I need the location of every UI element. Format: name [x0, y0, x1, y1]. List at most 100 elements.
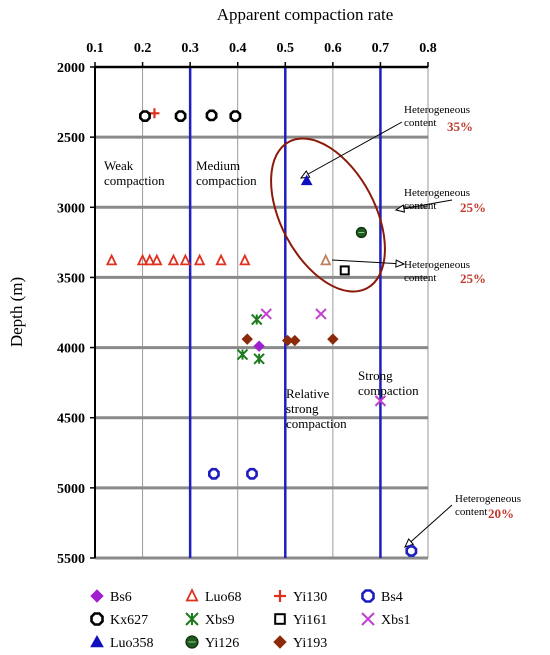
x-tick-label: 0.4: [229, 41, 247, 56]
legend-symbol: [274, 613, 286, 625]
triangle-open-marker: [193, 253, 206, 266]
legend-label: Yi130: [293, 590, 327, 605]
triangle-open-marker: [151, 253, 163, 266]
data-point: [179, 253, 192, 266]
square-marker: [339, 265, 350, 276]
data-point: [136, 253, 149, 266]
zone-label-line: Strong: [358, 368, 393, 383]
diamond-marker: [273, 635, 287, 649]
x-tick-label: 0.3: [181, 41, 199, 56]
legend-symbol: [274, 590, 286, 602]
legend-symbol: [185, 635, 199, 649]
x-axis-title: Apparent compaction rate: [217, 5, 394, 24]
annotation-arrow: [300, 121, 403, 179]
legend-symbol: [90, 612, 104, 626]
y-tick-label: 5000: [57, 482, 85, 497]
annotation-percent: 35%: [447, 119, 473, 134]
data-point: [139, 110, 151, 122]
data-point: [208, 467, 220, 480]
data-point: [229, 110, 242, 122]
legend-symbol: [361, 589, 375, 603]
octagon-marker: [208, 467, 220, 480]
octagon-marker: [139, 110, 151, 122]
data-points: [105, 108, 418, 557]
y-tick-label: 3500: [57, 271, 85, 286]
triangle-open-marker: [167, 253, 180, 266]
zone-labels: WeakcompactionMediumcompactionRelativest…: [104, 158, 419, 431]
data-point: [144, 253, 156, 266]
octagon-marker: [361, 589, 375, 603]
annotation-arrowhead: [299, 170, 311, 179]
x-b: [315, 308, 327, 320]
data-point: [251, 313, 263, 326]
annotation-text: content: [404, 272, 436, 284]
data-point: [315, 308, 327, 320]
y-axis-title: Depth (m): [7, 277, 26, 347]
data-point: [149, 108, 160, 119]
legend-label: Luo68: [205, 590, 242, 605]
data-point: [193, 253, 206, 266]
triangle-open-marker: [136, 253, 149, 266]
data-point: [327, 333, 339, 345]
legend-label: Xbs9: [205, 613, 235, 628]
annotation-text: Heterogeneous: [455, 493, 521, 505]
data-point: [215, 253, 227, 266]
square-marker: [274, 613, 286, 625]
legend-label: Yi161: [293, 613, 327, 628]
data-point: [174, 110, 187, 122]
data-point: [246, 467, 258, 480]
annotation-percent: 25%: [460, 271, 486, 286]
triangle-open-marker: [215, 253, 227, 266]
plot-frame: [94, 66, 428, 558]
data-point: [253, 340, 265, 352]
x-tick-label: 0.5: [277, 41, 295, 56]
zone-label-line: compaction: [286, 416, 347, 431]
annotation-percent: 25%: [460, 200, 486, 215]
diamond-marker: [241, 333, 253, 345]
data-point: [236, 348, 249, 361]
legend-symbol: [90, 589, 104, 603]
x-b: [374, 395, 387, 407]
data-point: [374, 395, 387, 407]
triangle-open-marker: [320, 253, 332, 266]
data-point: [339, 265, 350, 276]
zone-label-line: Weak: [104, 158, 134, 173]
data-point: [289, 334, 301, 347]
data-point: [355, 226, 367, 239]
data-point: [320, 253, 332, 266]
zone-label-line: compaction: [104, 173, 165, 188]
triangle-open-marker: [179, 253, 192, 266]
octagon-marker: [205, 109, 218, 122]
annotation-arrow: [331, 259, 405, 265]
octagon-marker: [90, 612, 104, 626]
legend-label: Bs4: [381, 590, 403, 605]
y-tick-label: 5500: [57, 552, 85, 567]
legend-label: Yi193: [293, 636, 327, 651]
octagon-marker: [405, 545, 418, 557]
diamond-marker: [90, 589, 104, 603]
heterogeneous-ellipse: [270, 137, 386, 293]
zone-label-line: compaction: [358, 383, 419, 398]
data-point: [241, 333, 253, 345]
legend-symbol: [273, 635, 287, 649]
ellipse-outline: [270, 137, 386, 293]
data-point: [253, 353, 265, 365]
y-tick-label: 3000: [57, 201, 85, 216]
data-point: [151, 253, 163, 266]
triangle-open-marker: [185, 587, 199, 602]
legend-label: Kx627: [110, 613, 148, 628]
triangle-marker: [90, 634, 104, 648]
data-point: [300, 174, 313, 186]
data-point: [405, 545, 418, 557]
data-point: [205, 109, 218, 122]
legend-symbol: [185, 612, 199, 626]
octagon-marker: [246, 467, 258, 480]
annotation-text: Heterogeneous: [404, 187, 470, 199]
zone-label-line: Medium: [196, 158, 240, 173]
triangle-marker: [300, 174, 313, 186]
legend-symbol: [361, 612, 375, 626]
triangle-open-marker: [144, 253, 156, 266]
x-b: [260, 308, 272, 320]
